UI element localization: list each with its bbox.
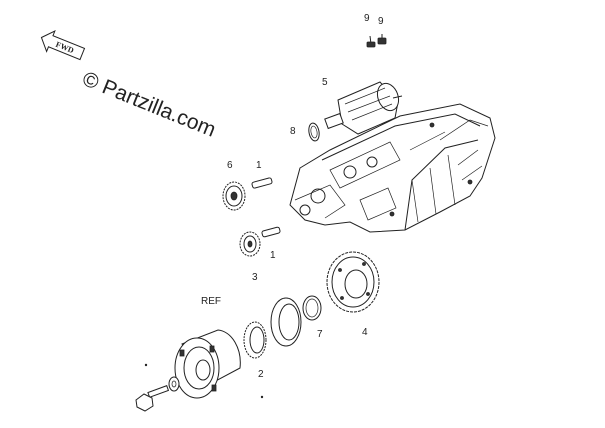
callout-ref: REF (201, 296, 221, 307)
bolt-9-right (377, 34, 387, 45)
callout-7: 7 (317, 329, 323, 340)
starter-driven-gear-4 (326, 251, 380, 313)
bolt-9-left (366, 35, 376, 48)
reduction-gear-3 (239, 231, 261, 257)
callout-4: 4 (362, 327, 368, 338)
dot (144, 363, 148, 367)
callout-3: 3 (252, 272, 258, 283)
callout-1-lower: 1 (270, 250, 276, 261)
shaft-1-lower (261, 226, 281, 238)
clutch-ring (270, 297, 302, 347)
callout-9-left: 9 (364, 13, 370, 24)
one-way-clutch-2 (243, 321, 267, 359)
flywheel-bolt (135, 385, 170, 412)
fwd-arrow-badge: FWD (40, 30, 86, 61)
callout-9-right: 9 (378, 16, 384, 27)
partzilla-watermark: © Partzilla.com (79, 67, 219, 141)
callout-5: 5 (322, 77, 328, 88)
callout-8: 8 (290, 126, 296, 137)
o-ring-8 (308, 122, 320, 142)
flywheel-washer (168, 376, 180, 392)
dot (260, 395, 264, 399)
idler-gear-6 (222, 181, 246, 211)
flywheel-rotor (174, 329, 241, 399)
callout-6: 6 (227, 160, 233, 171)
engine-crankcase (289, 103, 496, 233)
callout-1-upper: 1 (256, 160, 262, 171)
washer-7 (302, 295, 322, 321)
shaft-1-upper (251, 177, 273, 189)
starter-motor-5 (324, 81, 403, 135)
callout-2: 2 (258, 369, 264, 380)
